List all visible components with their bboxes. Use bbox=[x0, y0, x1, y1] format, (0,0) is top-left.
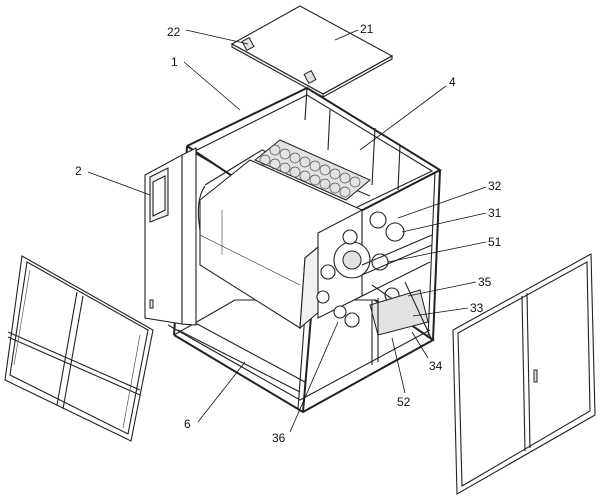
label-34: 34 bbox=[429, 359, 443, 373]
label-35: 35 bbox=[478, 275, 492, 289]
door-handle bbox=[533, 369, 538, 383]
left-door-panel bbox=[4, 255, 154, 442]
label-4: 4 bbox=[449, 75, 456, 89]
label-32: 32 bbox=[488, 179, 502, 193]
callout-labels: 22 21 1 4 2 32 31 51 35 33 34 52 6 36 bbox=[75, 22, 502, 445]
label-52: 52 bbox=[397, 395, 411, 409]
label-2: 2 bbox=[75, 164, 82, 178]
right-door-panel bbox=[452, 253, 596, 495]
hinge-right bbox=[303, 70, 317, 84]
control-cabinet bbox=[144, 147, 197, 326]
drive-side-panel bbox=[316, 209, 433, 365]
drum-rollers bbox=[254, 139, 371, 201]
gear-32 bbox=[369, 211, 387, 229]
label-33: 33 bbox=[470, 301, 484, 315]
top-lid bbox=[230, 5, 394, 98]
label-6: 6 bbox=[184, 417, 191, 431]
leader-lines bbox=[87, 29, 487, 433]
label-51: 51 bbox=[488, 235, 502, 249]
label-36: 36 bbox=[272, 431, 286, 445]
label-1: 1 bbox=[171, 55, 178, 69]
label-21: 21 bbox=[360, 22, 374, 36]
label-31: 31 bbox=[488, 206, 502, 220]
label-22: 22 bbox=[167, 25, 181, 39]
gear-31 bbox=[385, 222, 405, 242]
